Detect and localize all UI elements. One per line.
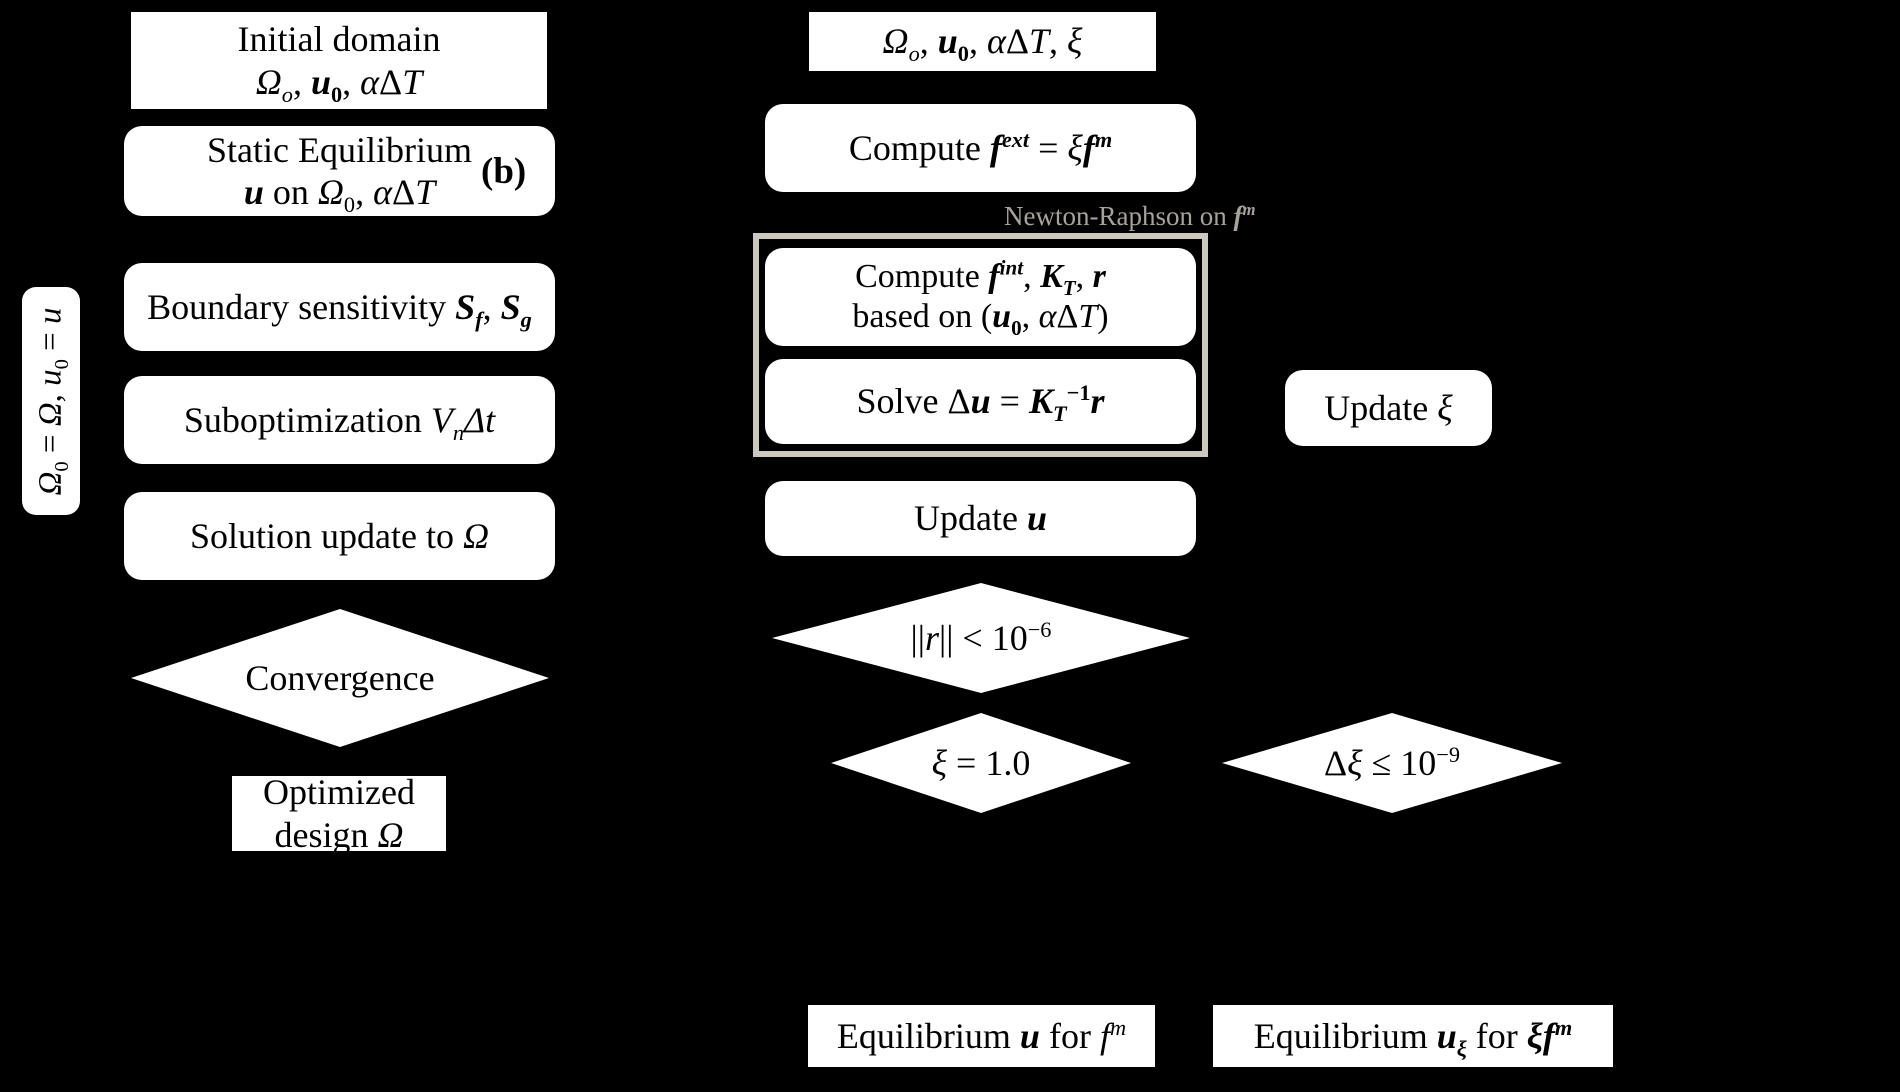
inputs-text: Ωo, u0, αΔT, ξ (882, 21, 1083, 67)
node-boundary-sensitivity: Boundary sensitivity Sf, Sg (124, 263, 555, 351)
node-solution-update: Solution update to Ω (124, 492, 555, 580)
node-optimized-design: Optimized design Ω (232, 772, 446, 855)
node-compute-fext: Compute fext = ξfm (765, 104, 1196, 192)
update-xi-text: Update ξ (1324, 387, 1453, 428)
compute-fint-line2: based on (u0, αΔT) (852, 298, 1109, 340)
boundary-sensitivity-text: Boundary sensitivity Sf, Sg (147, 286, 532, 332)
node-solve-du: Solve Δu = KT−1r (765, 359, 1196, 444)
initial-domain-line2: Ωo, u0, αΔT (255, 61, 423, 107)
compute-fint-line1: Compute fint, KT, r (855, 255, 1106, 300)
suboptimization-text: Suboptimization VnΔt (183, 399, 496, 445)
node-equilibrium-uxi: Equilibrium uξ for ξfm (1213, 1005, 1613, 1067)
update-u-text: Update u (914, 498, 1047, 539)
compute-fext-text: Compute fext = ξfm (848, 126, 1113, 168)
initial-domain-line1: Initial domain (237, 19, 441, 60)
optimized-design-line2: design Ω (274, 814, 404, 855)
residual-check-label: ||r|| < 10−6 (910, 617, 1052, 658)
xi-check-label: ξ = 1.0 (931, 743, 1031, 783)
node-inputs: Ωo, u0, αΔT, ξ (809, 12, 1156, 71)
node-initial-domain: Initial domain Ωo, u0, αΔT (131, 12, 547, 109)
panel-label-b: (b) (481, 151, 527, 192)
node-update-xi: Update ξ (1285, 370, 1492, 446)
node-convergence: Convergence (131, 609, 549, 747)
feedback-loop-label-text: Ω0 = Ω, u0 = u (32, 307, 74, 495)
optimized-design-line1: Optimized (263, 772, 415, 813)
feedback-loop-label: Ω0 = Ω, u0 = u (22, 287, 80, 515)
node-dxi-check: Δξ ≤ 10−9 (1222, 713, 1562, 813)
equilibrium-uxi-text: Equilibrium uξ for ξfm (1253, 1014, 1573, 1061)
node-update-u: Update u (765, 481, 1196, 556)
convergence-label: Convergence (245, 658, 435, 698)
node-suboptimization: Suboptimization VnΔt (124, 376, 555, 464)
newton-raphson-caption: Newton-Raphson on fm (1004, 200, 1256, 231)
solve-du-text: Solve Δu = KT−1r (856, 380, 1105, 427)
node-compute-fint: Compute fint, KT, r based on (u0, αΔT) (765, 248, 1196, 346)
solution-update-text: Solution update to Ω (189, 515, 490, 556)
node-residual-check: ||r|| < 10−6 (772, 583, 1190, 693)
node-equilibrium-u: Equilibrium u for fm (808, 1005, 1155, 1067)
node-static-equilibrium: Static Equilibrium u on Ω0, αΔT (124, 126, 555, 216)
newton-raphson-group-frame (753, 233, 1208, 457)
dxi-check-label: Δξ ≤ 10−9 (1323, 742, 1461, 783)
static-equilibrium-line2: u on Ω0, αΔT (243, 172, 436, 218)
node-xi-check: ξ = 1.0 (831, 713, 1131, 813)
static-equilibrium-line1: Static Equilibrium (207, 129, 472, 170)
equilibrium-u-text: Equilibrium u for fm (836, 1014, 1127, 1056)
